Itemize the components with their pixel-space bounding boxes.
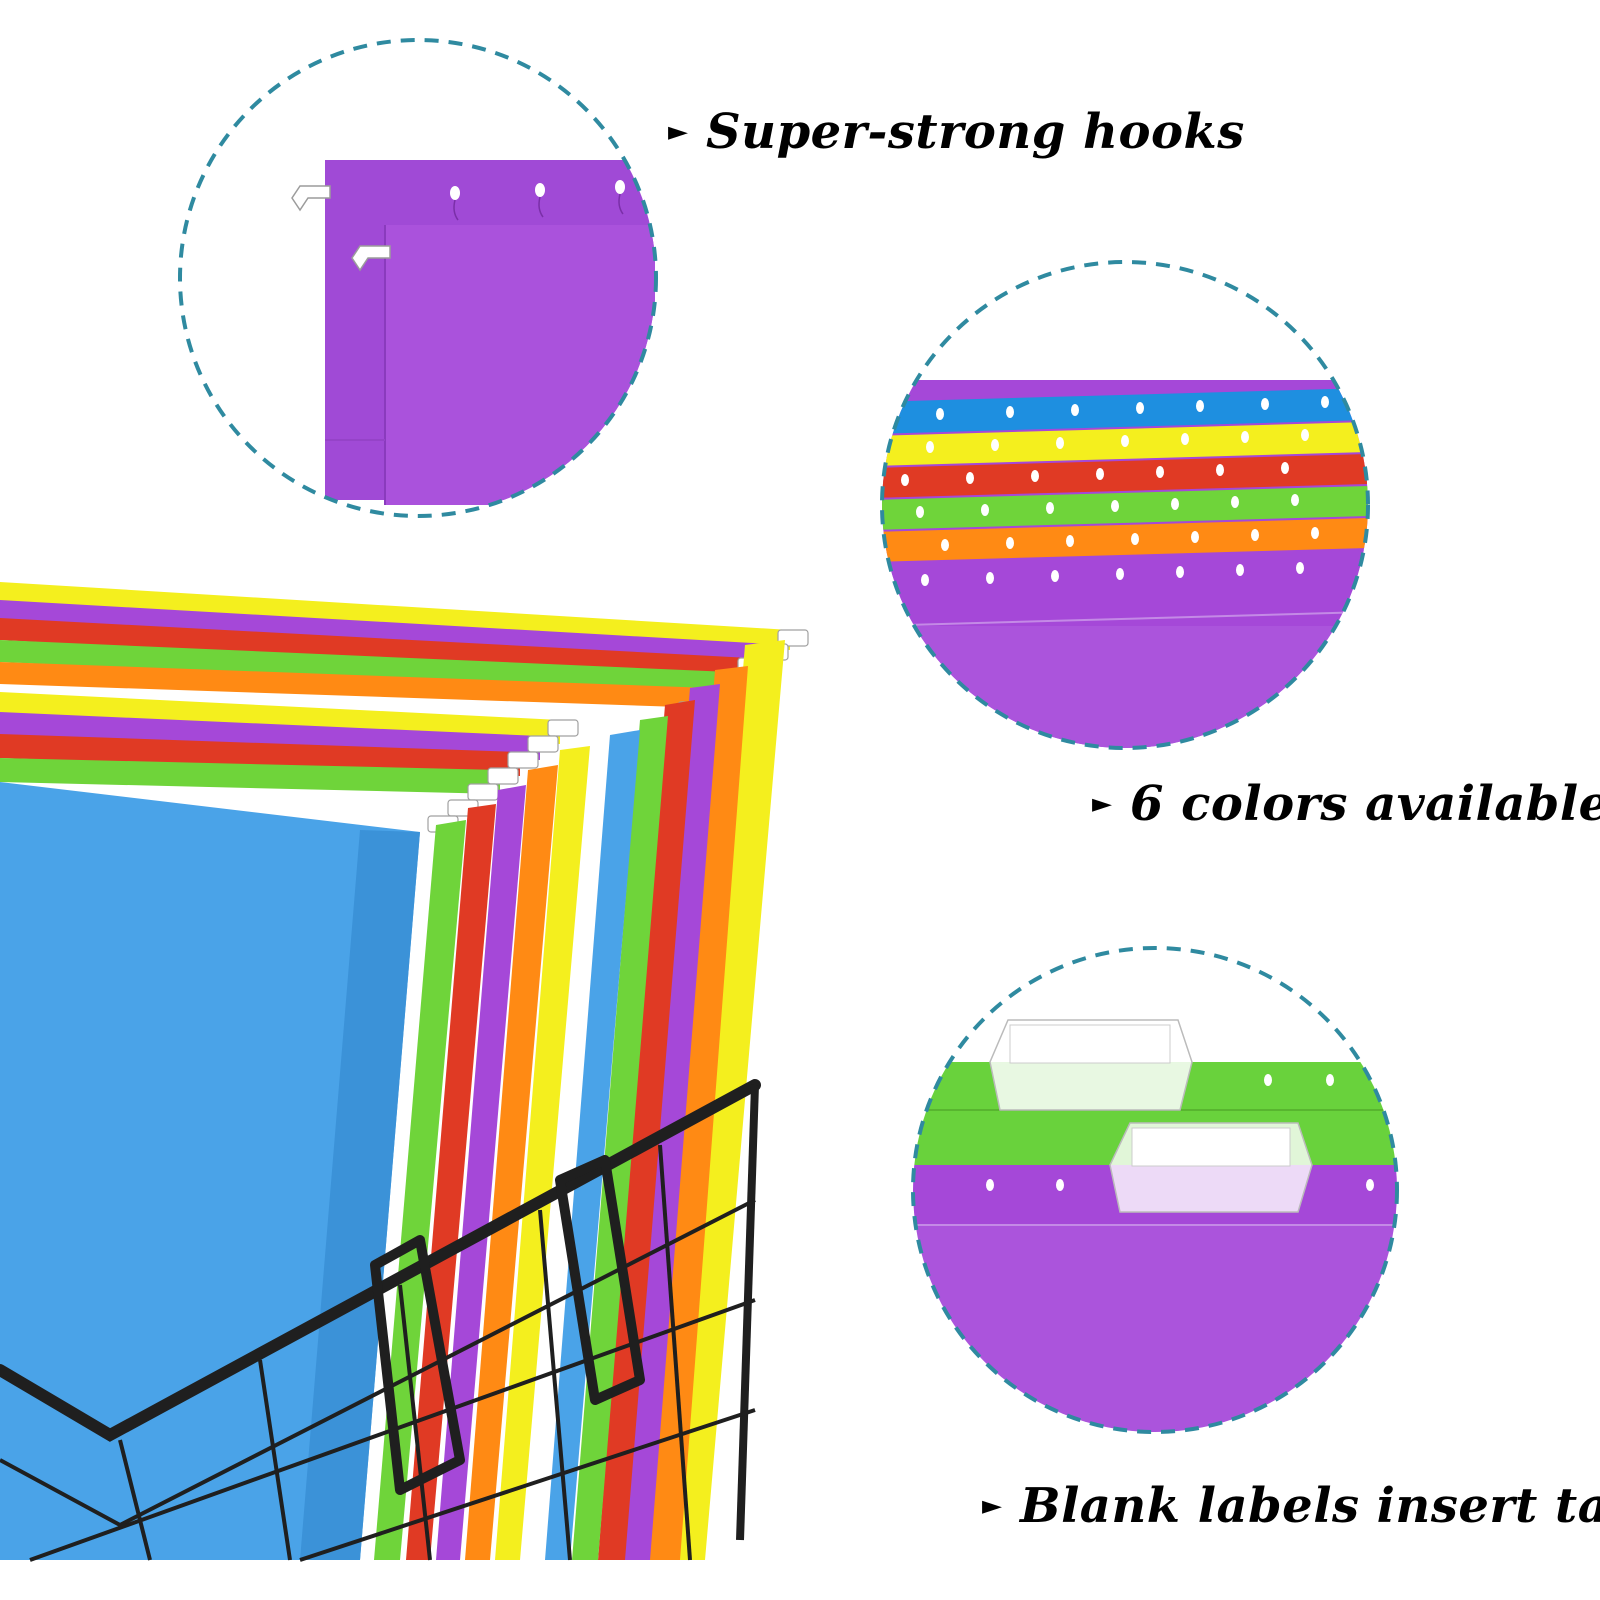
orange-folder-strip: [882, 518, 1368, 562]
wire-basket: [0, 1079, 761, 1562]
feature-label: Blank labels insert tabs: [1020, 1478, 1600, 1534]
feature-caption-tabs: ► Blank labels insert tabs: [982, 1478, 1600, 1534]
bullet-arrow-icon: ►: [1092, 789, 1112, 819]
hooks-closeup: [178, 38, 658, 518]
blank-label-tab-icon: [1109, 1122, 1313, 1213]
hook-rod-icon: [351, 245, 391, 272]
bullet-arrow-icon: ►: [668, 117, 688, 147]
colors-closeup: [880, 260, 1370, 750]
feature-caption-colors: ► 6 colors available: [1092, 776, 1600, 832]
green-folder-strip: [882, 486, 1368, 530]
feature-label: Super-strong hooks: [706, 104, 1245, 160]
red-folder-strip: [882, 454, 1368, 498]
purple-folder-front: [385, 225, 655, 505]
tabs-closeup: [911, 946, 1399, 1434]
tab-slots: [901, 396, 1329, 586]
blank-label-tab-icon: [989, 1019, 1193, 1111]
feature-label: 6 colors available: [1130, 776, 1600, 832]
tab-slots: [450, 180, 625, 200]
front-blue-folder: [0, 782, 420, 1560]
purple-folder-strip: [882, 550, 1368, 626]
feature-caption-hooks: ► Super-strong hooks: [668, 104, 1245, 160]
hanging-folders-basket: [0, 582, 809, 1560]
blue-folder-strip: [882, 388, 1368, 434]
hook-rod-icon: [291, 185, 331, 212]
bullet-arrow-icon: ►: [982, 1491, 1002, 1521]
